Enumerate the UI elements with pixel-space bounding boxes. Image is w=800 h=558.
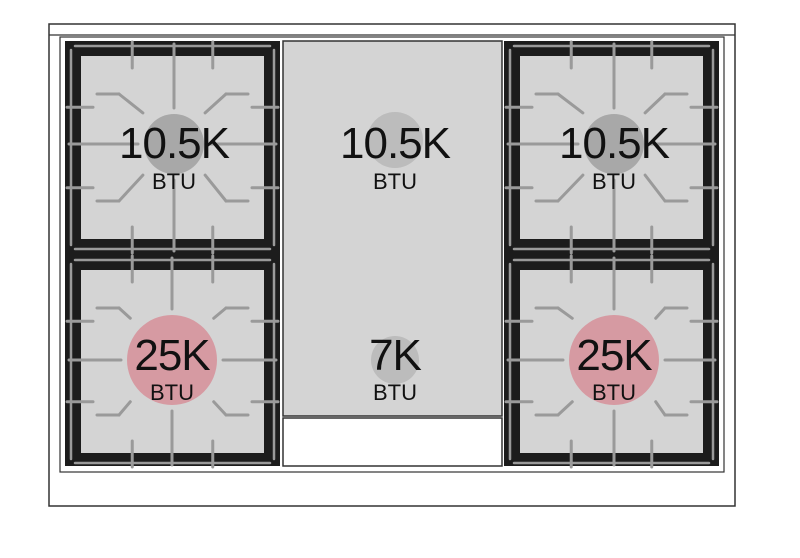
- burner-label-bottom-left: 25K BTU: [134, 331, 211, 405]
- burner-cap-bottom-right: [569, 315, 659, 405]
- burner-unit: BTU: [150, 380, 194, 405]
- griddle-drip-tray: [282, 417, 503, 467]
- grate-bar: [643, 173, 667, 203]
- burner-cap-top-right: [584, 114, 644, 174]
- grate-bar: [212, 400, 228, 417]
- burner-rating: 10.5K: [119, 119, 230, 168]
- grate-bar: [654, 400, 667, 417]
- burner-label-top-right: 10.5K BTU: [559, 119, 671, 194]
- burner-unit: BTU: [373, 380, 417, 405]
- burner-unit: BTU: [592, 380, 636, 405]
- burner-cap-bottom-left: [127, 315, 217, 405]
- burner-unit: BTU: [373, 169, 417, 194]
- grate-bar: [117, 306, 132, 320]
- burner-rating: 7K: [369, 331, 421, 380]
- burner-label-top-left: 10.5K BTU: [119, 119, 231, 194]
- grate-bar: [212, 306, 228, 320]
- grate-bars: [65, 40, 719, 469]
- burner-unit: BTU: [152, 169, 196, 194]
- grate-bar: [203, 173, 228, 203]
- burner-label-top-center: 10.5K BTU: [340, 119, 452, 194]
- cooktop-outline: [59, 36, 725, 473]
- burner-rating: 10.5K: [559, 119, 670, 168]
- burner-label-bottom-center: 7K BTU: [369, 331, 422, 405]
- grate-bar: [117, 400, 132, 417]
- burner-rating: 25K: [134, 331, 210, 380]
- grate-bar: [654, 306, 667, 320]
- burner-rating: 10.5K: [340, 119, 451, 168]
- burner-rating: 25K: [576, 331, 652, 380]
- burner-label-bottom-right: 25K BTU: [576, 331, 653, 405]
- burner-cap-bottom-center: [371, 336, 419, 384]
- grate-bar: [556, 400, 574, 417]
- burner-cap-top-left: [144, 114, 204, 174]
- burner-unit: BTU: [592, 169, 636, 194]
- grate-bar: [643, 92, 667, 115]
- grate-bar: [556, 92, 585, 115]
- grate-bar: [117, 173, 145, 203]
- burner-cap-top-center: [367, 112, 423, 168]
- grate-bar: [203, 92, 228, 115]
- grate-bar: [556, 173, 585, 203]
- grate-bar: [556, 306, 574, 320]
- grate-bar: [117, 92, 145, 115]
